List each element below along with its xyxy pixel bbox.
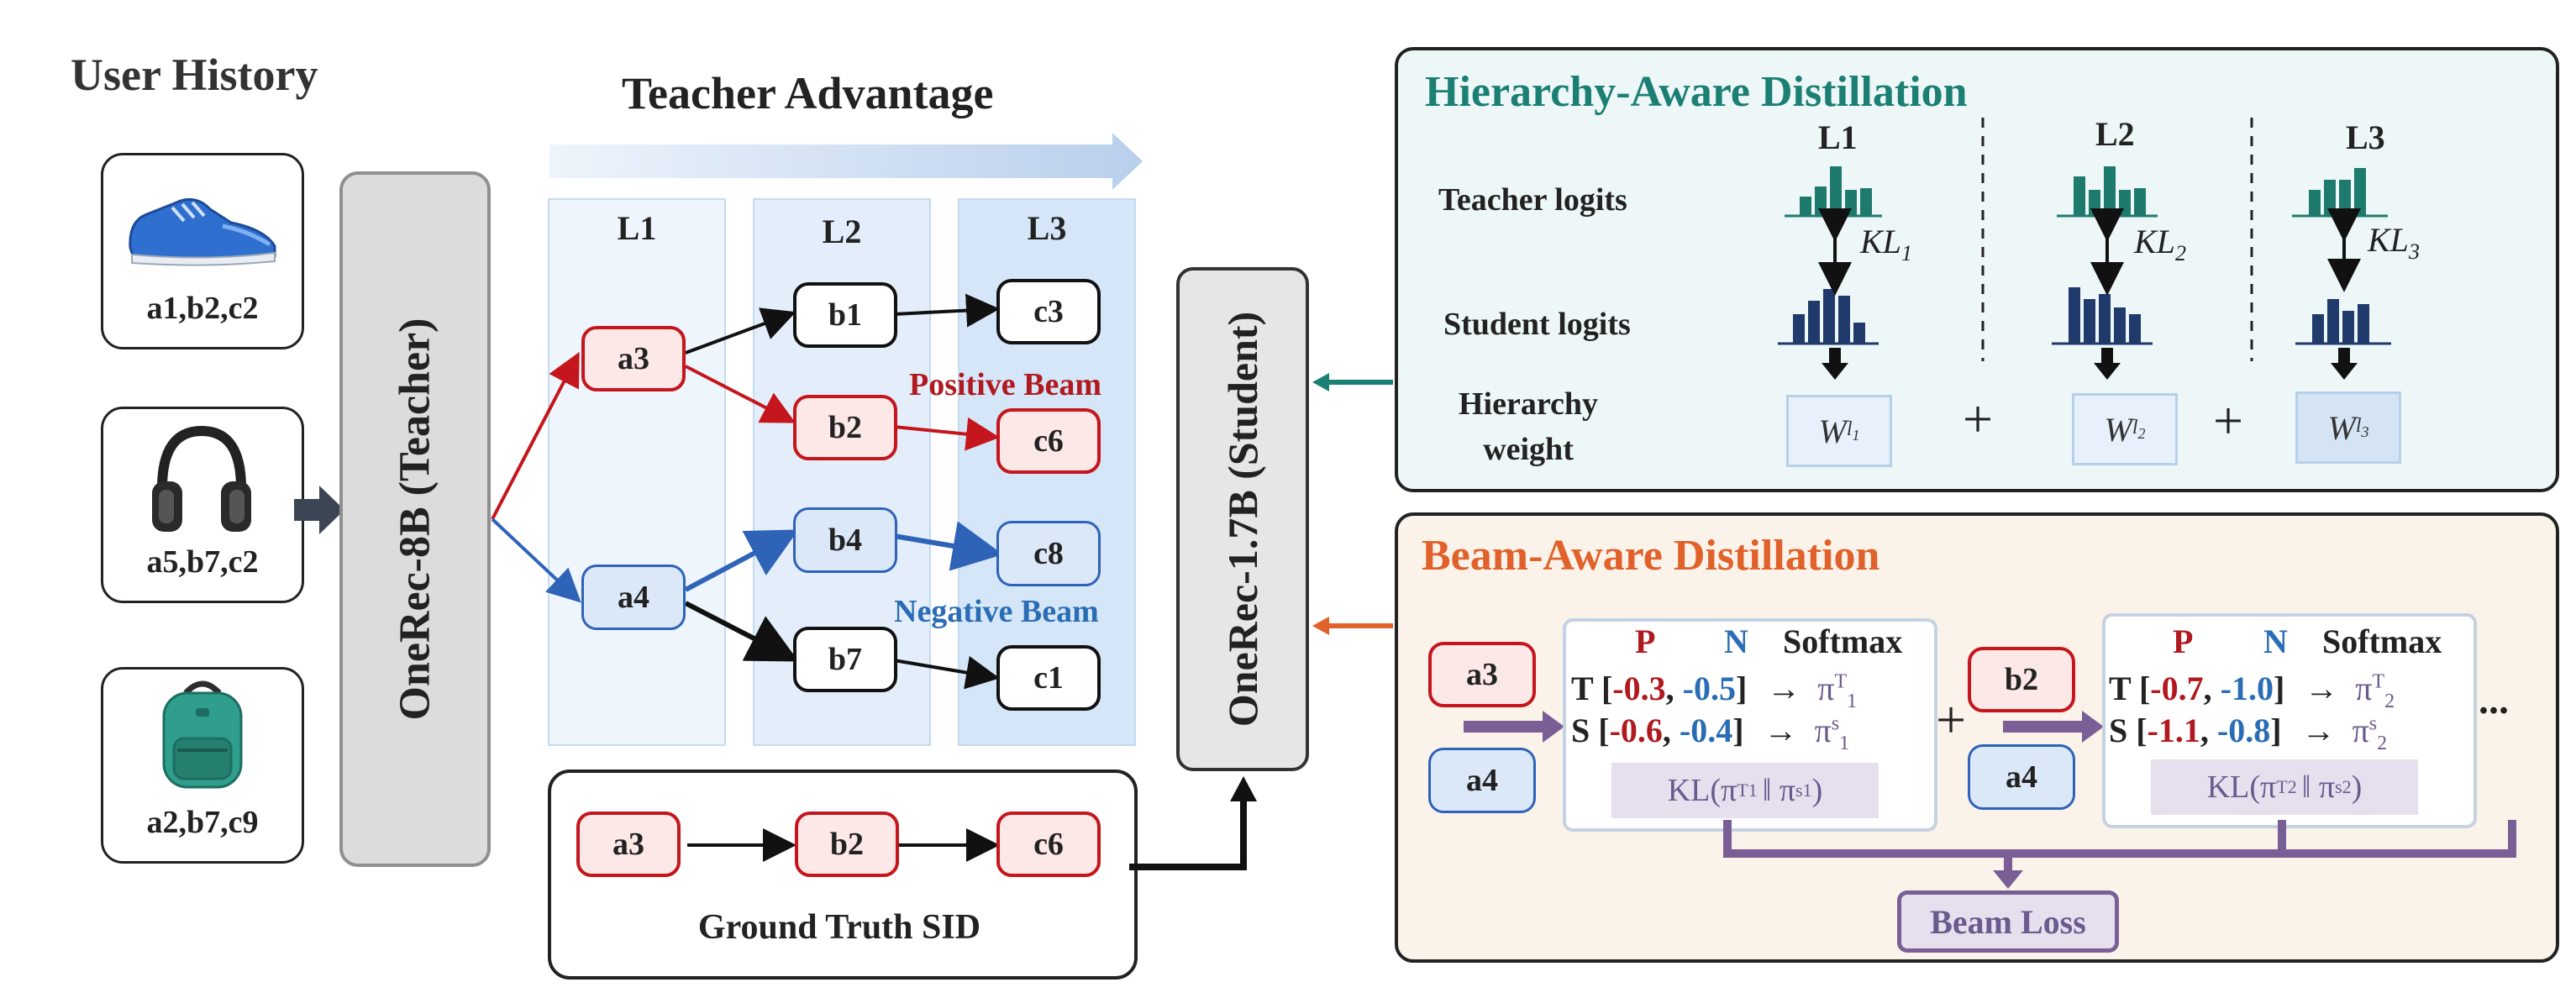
hierarchy-plus: + (1963, 389, 1994, 449)
history-item-headphones[interactable]: a5,b7,c2 (101, 407, 304, 603)
kl-label-l3: KL3 (2368, 221, 2420, 264)
tree-node-b4[interactable]: b4 (793, 507, 897, 573)
teacher-model-box[interactable]: OneRec-8B (Teacher) (339, 171, 491, 867)
beam-node-a4[interactable]: a4 (1428, 748, 1536, 813)
tree-column-label: L1 (617, 209, 657, 247)
level-separators (1981, 118, 2253, 361)
kl-label-l2: KL2 (2134, 223, 2186, 265)
hierarchy-level-label: L2 (2095, 115, 2135, 153)
hierarchy-panel-title: Hierarchy-Aware Distillation (1425, 68, 1968, 116)
student-logits-l2 (2052, 287, 2153, 345)
beam-loss-label: Beam Loss (1930, 902, 2086, 941)
hierarchy-level-label: L3 (2346, 118, 2385, 156)
tree-edges (491, 293, 1003, 690)
beam-node-a4-second[interactable]: a4 (1968, 744, 2075, 810)
teacher-logits-l1 (1785, 166, 1882, 218)
history-item-label: a1,b2,c2 (146, 291, 259, 326)
student-model-box[interactable]: OneRec-1.7B (Student) (1176, 267, 1309, 771)
history-item-label: a5,b7,c2 (146, 544, 259, 580)
beam-ellipsis: ... (2479, 678, 2509, 722)
beam-hdr-p: P (1635, 622, 1656, 660)
user-history-title: User History (71, 50, 318, 100)
history-item-shoe[interactable]: a1,b2,c2 (101, 153, 304, 349)
beam-node-b2[interactable]: b2 (1968, 647, 2075, 712)
hierarchy-to-student-arrow (1312, 373, 1393, 391)
ground-truth-node[interactable]: c6 (996, 812, 1101, 877)
tree-node-b1[interactable]: b1 (793, 282, 897, 348)
ground-truth-node[interactable]: b2 (795, 812, 899, 877)
tree-column-label: L2 (822, 213, 862, 250)
hierarchy-weight-line1: Hierarchy (1459, 386, 1599, 422)
beam-to-student-arrow (1312, 617, 1393, 635)
tree-node-b2[interactable]: b2 (793, 395, 897, 460)
beam-panel-title: Beam-Aware Distillation (1422, 532, 1880, 580)
student-logits-l3 (2295, 299, 2391, 345)
beam-row-t: T [-0.7, -1.0] → πT2 (2109, 670, 2395, 712)
kl-label-l1: KL1 (1860, 223, 1912, 265)
beam-hdr-p: P (2173, 622, 2194, 660)
hierarchy-level-label: L1 (1818, 118, 1858, 156)
hierarchy-weight-line2: weight (1483, 432, 1574, 467)
tree-node-b7[interactable]: b7 (793, 627, 897, 692)
positive-beam-label: Positive Beam (909, 367, 1102, 402)
tree-node-c8[interactable]: c8 (996, 521, 1101, 586)
ground-truth-node[interactable]: a3 (576, 812, 681, 877)
beam-hdr-n: N (2263, 622, 2288, 660)
beam-hdr-n: N (1724, 622, 1748, 660)
beam-loss-box: Beam Loss (1897, 890, 2119, 953)
backpack-icon (162, 680, 243, 789)
beam-plus: + (1936, 690, 1967, 749)
ground-truth-label: Ground Truth SID (697, 908, 981, 947)
ground-truth-to-student-arrow (1129, 776, 1257, 870)
history-item-label: a2,b7,c9 (146, 805, 259, 840)
beam-row-t: T [-0.3, -0.5] → πT1 (1571, 670, 1858, 712)
tree-column-label: L3 (1027, 209, 1067, 247)
student-logits-label: Student logits (1443, 307, 1631, 342)
tree-node-a3[interactable]: a3 (581, 326, 686, 391)
teacher-advantage-arrow (549, 133, 1143, 190)
beam-row-s: S [-0.6, -0.4] → πs1 (1571, 712, 1850, 754)
negative-beam-label: Negative Beam (894, 594, 1099, 629)
beam-hdr-softmax: Softmax (2322, 622, 2442, 660)
teacher-logits-label: Teacher logits (1438, 182, 1627, 218)
student-logits-l1 (1778, 289, 1879, 345)
ground-truth-arrows (687, 828, 1000, 862)
headphones-icon (152, 425, 251, 532)
history-to-teacher-arrow (294, 486, 344, 534)
beam-hdr-softmax: Softmax (1783, 622, 1903, 660)
tree-node-c1[interactable]: c1 (996, 645, 1101, 711)
tree-node-c3[interactable]: c3 (996, 279, 1101, 344)
beam-node-a3[interactable]: a3 (1428, 642, 1536, 707)
tree-column-l1 (548, 198, 726, 746)
shoe-icon (129, 197, 276, 266)
beam-row-s: S [-1.1, -0.8] → πs2 (2109, 712, 2388, 754)
tree-node-a4[interactable]: a4 (581, 565, 686, 630)
tree-node-c6[interactable]: c6 (996, 408, 1101, 474)
hierarchy-plus: + (2213, 391, 2244, 450)
history-item-backpack[interactable]: a2,b7,c9 (101, 667, 304, 864)
teacher-advantage-title: Teacher Advantage (622, 68, 994, 118)
hierarchy-weight-label: Hierarchy weight (1459, 381, 1598, 472)
hierarchy-panel (1395, 47, 2559, 492)
